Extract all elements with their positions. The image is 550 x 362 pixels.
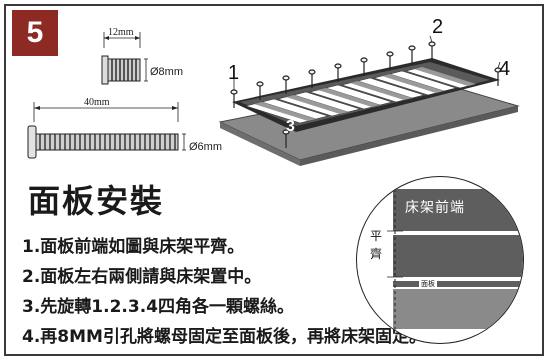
flush-label: 平齊 bbox=[370, 229, 383, 261]
large-diameter-label: Ø6mm bbox=[189, 141, 222, 153]
step-badge: 5 bbox=[12, 10, 58, 56]
corner-number-1: 1 bbox=[228, 62, 240, 84]
panel-label: 面板 bbox=[419, 279, 437, 289]
barrel-nut-drawing bbox=[101, 32, 148, 85]
instruction-step-1: 1.面板前端如圖與床架平齊。 bbox=[22, 237, 245, 257]
instruction-frame bbox=[4, 4, 544, 356]
instruction-step-3: 3.先旋轉1.2.3.4四角各一顆螺絲。 bbox=[22, 297, 294, 317]
detail-inset-drawing bbox=[387, 177, 523, 343]
corner-number-2: 2 bbox=[432, 16, 444, 38]
bed-frame-drawing bbox=[218, 35, 520, 166]
detail-inset: 床架前端 平齊 面板 bbox=[356, 176, 524, 344]
page-title: 面板安裝 bbox=[28, 182, 165, 220]
bed-front-label: 床架前端 bbox=[405, 200, 465, 216]
small-length-label: 12mm bbox=[108, 27, 134, 38]
instruction-step-4: 4.再8MM引孔將螺母固定至面板後，再將床架固定。 bbox=[22, 327, 426, 347]
small-diameter-label: Ø8mm bbox=[150, 66, 183, 78]
corner-number-4: 4 bbox=[499, 58, 511, 80]
instruction-list: 1.面板前端如圖與床架平齊。 2.面板左右兩側請與床架置中。 3.先旋轉1.2.… bbox=[22, 232, 426, 352]
bolt-drawing bbox=[27, 102, 186, 159]
instruction-step-2: 2.面板左右兩側請與床架置中。 bbox=[22, 267, 262, 287]
corner-number-3: 3 bbox=[286, 118, 295, 135]
large-length-label: 40mm bbox=[84, 97, 110, 108]
